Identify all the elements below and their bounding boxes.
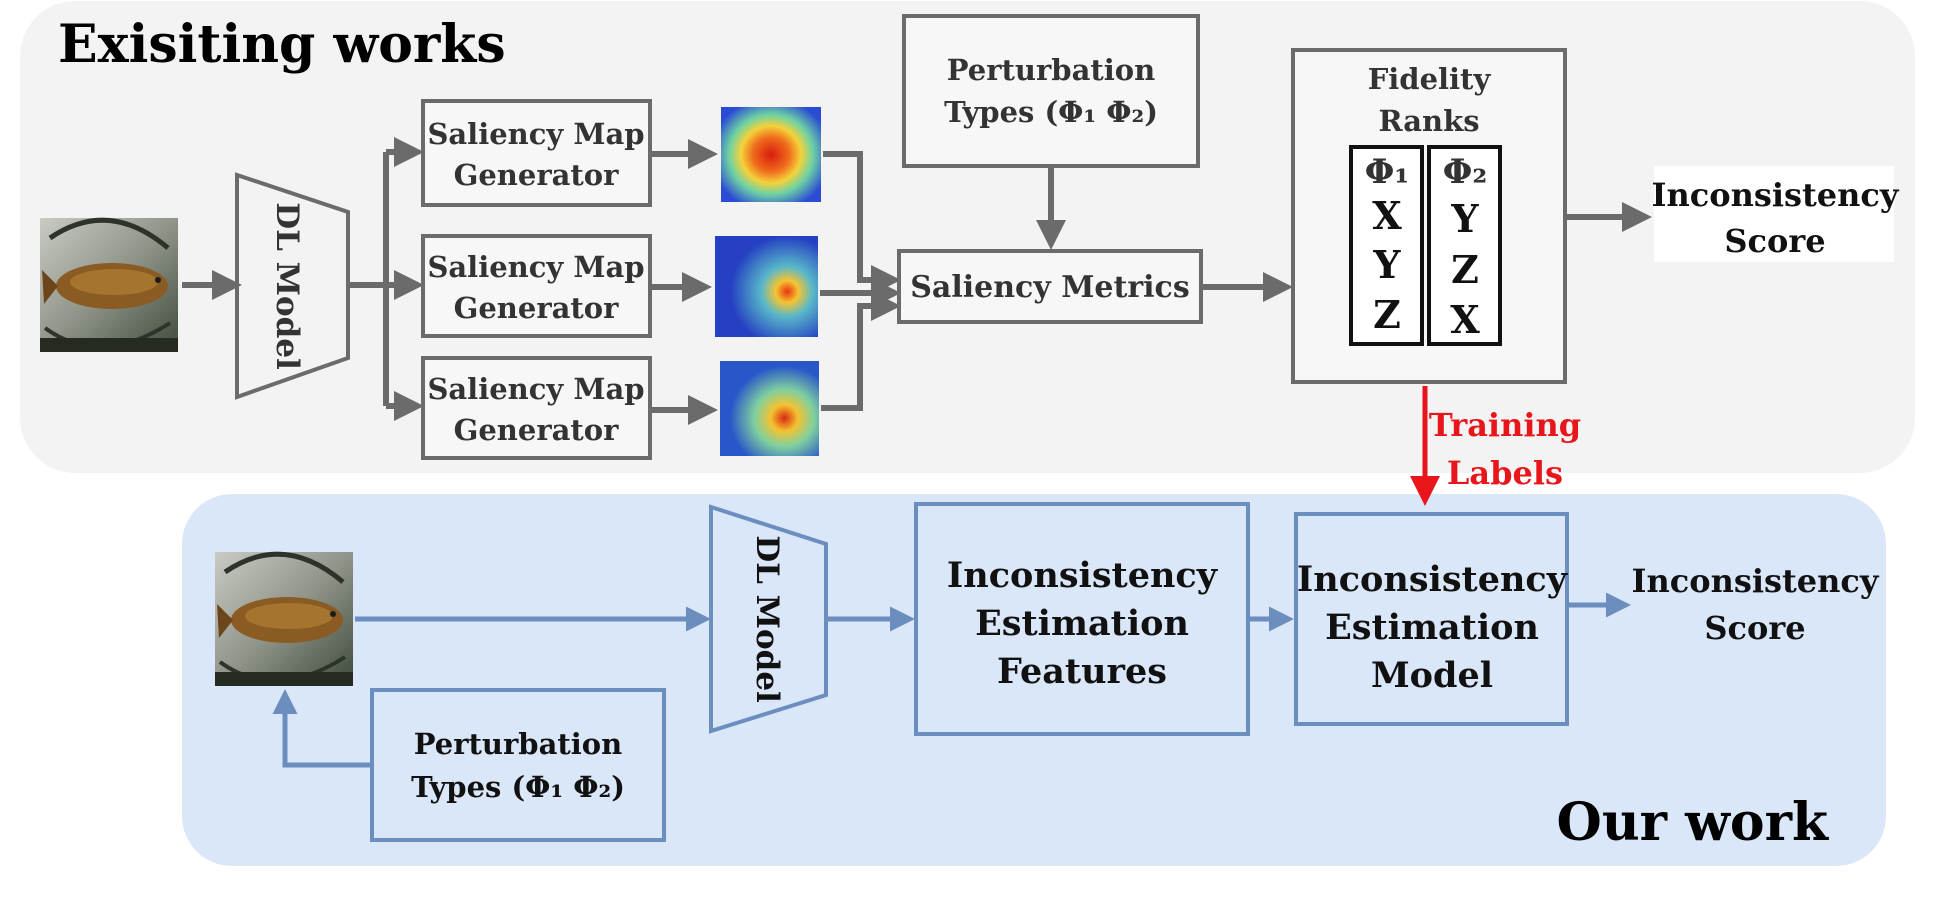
model-line1: Inconsistency [1297, 559, 1569, 600]
existing-works-title: Exisiting works [58, 14, 506, 75]
perturbation-ours-line2: Types (Φ₁ Φ₂) [411, 770, 625, 804]
fidelity-col2-item: X [1450, 297, 1480, 342]
saliency-metrics-label: Saliency Metrics [910, 270, 1189, 305]
generator-1-line2: Generator [454, 158, 620, 192]
heatmap-merge-arrows [820, 151, 901, 411]
fish-image [215, 552, 353, 686]
generator-3-line1: Saliency Map [427, 372, 644, 406]
score-ours-line2: Score [1704, 609, 1805, 647]
fidelity-ranks-box: Fidelity Ranks Φ₁ X Y Z Φ₂ Y Z X [1291, 48, 1567, 384]
fidelity-line2: Ranks [1378, 104, 1479, 138]
fidelity-column-1 [1349, 145, 1424, 346]
generator-2-line2: Generator [454, 291, 620, 325]
score-existing-line2: Score [1724, 222, 1825, 260]
fidelity-column-2 [1427, 145, 1502, 346]
fidelity-col2-header: Φ₂ [1443, 152, 1488, 192]
dl-model-ours-label: DL Model [749, 535, 785, 703]
training-labels-line2: Labels [1447, 454, 1563, 492]
generator-3-line2: Generator [454, 413, 620, 447]
saliency-generator-1: Saliency Map Generator [421, 99, 652, 207]
features-line2: Estimation [975, 603, 1189, 644]
perturbation-types-ours: Perturbation Types (Φ₁ Φ₂) [370, 688, 666, 842]
heatmap-image [720, 361, 819, 456]
score-ours-line1: Inconsistency [1632, 562, 1880, 600]
features-line3: Features [997, 651, 1167, 692]
dl-model-existing-label: DL Model [269, 202, 305, 370]
estimation-model-box: Inconsistency Estimation Model [1294, 512, 1569, 726]
saliency-generator-3: Saliency Map Generator [421, 356, 652, 460]
fidelity-col1-header: Φ₁ [1365, 152, 1410, 192]
perturbation-existing-line1: Perturbation [947, 53, 1155, 87]
fidelity-col1-item: Z [1373, 292, 1401, 337]
heatmap-image [715, 236, 818, 337]
fidelity-col2-item: Y [1450, 196, 1479, 241]
fidelity-col1-item: X [1372, 193, 1402, 238]
our-work-title: Our work [1557, 792, 1829, 853]
saliency-generator-2: Saliency Map Generator [421, 234, 652, 338]
generator-2-line1: Saliency Map [427, 250, 644, 284]
fidelity-col2-item: Z [1451, 247, 1479, 292]
branch-connector [348, 137, 424, 421]
fidelity-col1-item: Y [1372, 242, 1401, 287]
arrow-up [272, 689, 370, 768]
perturbation-ours-line1: Perturbation [414, 727, 622, 761]
features-line1: Inconsistency [947, 555, 1219, 596]
perturbation-existing-line2: Types (Φ₁ Φ₂) [944, 95, 1158, 129]
dl-model-ours [709, 504, 828, 734]
saliency-metrics-box: Saliency Metrics [897, 249, 1203, 324]
features-box: Inconsistency Estimation Features [914, 502, 1250, 736]
generator-1-line1: Saliency Map [427, 117, 644, 151]
fish-image [40, 218, 178, 352]
dl-model-existing [235, 172, 350, 400]
training-labels-line1: Training [1429, 406, 1581, 444]
heatmap-image [721, 107, 821, 202]
score-existing-bg [1654, 166, 1894, 262]
fidelity-line1: Fidelity [1368, 62, 1492, 96]
score-existing-line1: Inconsistency [1652, 176, 1900, 214]
perturbation-types-existing: Perturbation Types (Φ₁ Φ₂) [902, 14, 1200, 168]
model-line2: Estimation [1325, 607, 1539, 648]
model-line3: Model [1371, 655, 1493, 696]
